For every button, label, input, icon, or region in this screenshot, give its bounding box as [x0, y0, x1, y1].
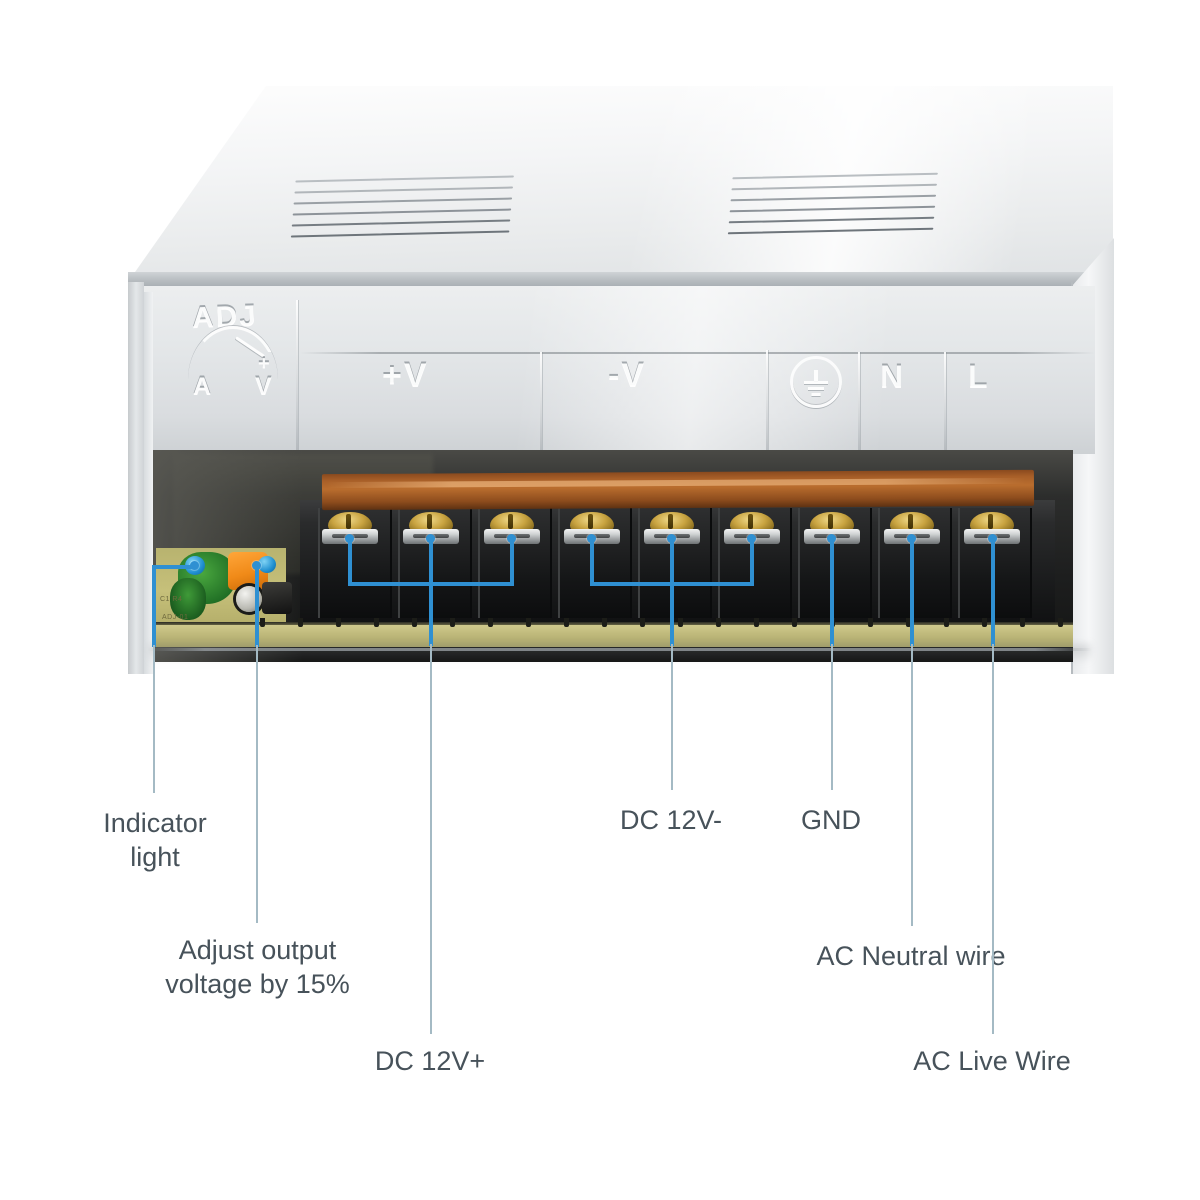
busbar-cover	[321, 469, 1035, 511]
adj-volt-emboss: V	[255, 372, 274, 400]
lid-front-lip	[128, 272, 1113, 286]
callout-line-1: Indicator	[103, 808, 207, 838]
bracket-riser-2	[670, 538, 674, 586]
pcb-silkscreen-2: ADJ-01	[162, 614, 189, 621]
pcb-solder-pins	[260, 618, 1070, 628]
faceplate-divider-1	[296, 300, 298, 450]
callout-label-ac-live-wire: AC Live Wire	[872, 1044, 1112, 1078]
callout-line-1: AC Live Wire	[913, 1046, 1071, 1076]
base-edge-line	[148, 648, 1092, 651]
callout-label-adjust-output-voltage: Adjust output voltage by 15%	[115, 933, 400, 1001]
potentiometer-marker-dot	[258, 556, 276, 573]
pcb-silkscreen-1: C1 R4	[160, 596, 183, 603]
callout-dropline	[430, 644, 432, 1034]
bracket-riser-1	[590, 538, 594, 586]
callout-stem	[910, 538, 914, 646]
callout-dropline	[153, 645, 155, 793]
callout-line-1: GND	[801, 805, 861, 835]
green-component-small	[170, 578, 206, 620]
callout-label-dc-12v-negative: DC 12V-	[546, 803, 796, 837]
pcb-edge-shadow	[153, 622, 1073, 627]
faceplate-divider-2	[540, 352, 542, 452]
callout-line-1: AC Neutral wire	[816, 941, 1006, 971]
callout-stem	[670, 582, 674, 646]
callout-stem	[991, 538, 995, 646]
callout-stem	[830, 538, 834, 646]
bracket-riser-3	[750, 538, 754, 586]
callout-elbow	[152, 565, 156, 647]
callout-line-2: light	[130, 842, 180, 873]
live-emboss: L	[968, 358, 990, 394]
callout-dropline	[671, 644, 673, 790]
faceplate-sheen	[140, 286, 1095, 454]
lid-highlight	[128, 86, 1113, 282]
bracket-riser-2	[429, 538, 433, 586]
adj-dial-arc-icon	[188, 326, 278, 380]
faceplate-divider-4	[858, 352, 860, 452]
callout-dropline	[911, 644, 913, 926]
bracket-riser-3	[510, 538, 514, 586]
callout-line-1: Adjust output	[178, 935, 337, 965]
callout-dropline	[256, 645, 258, 923]
vent-slots-right	[727, 172, 938, 244]
earth-ground-icon	[790, 356, 842, 408]
faceplate-divider-5	[944, 352, 946, 452]
callout-label-indicator-light: Indicator light	[35, 806, 275, 874]
black-capacitor	[262, 582, 292, 614]
callout-label-gnd: GND	[731, 803, 931, 837]
adj-plus-emboss: +	[258, 352, 272, 374]
faceplate-divider-3	[766, 350, 768, 452]
adj-ampere-emboss: A	[193, 372, 214, 400]
vent-slots-left	[290, 175, 514, 247]
callout-line-1: DC 12V+	[374, 1046, 486, 1076]
callout-dropline	[831, 644, 833, 790]
callout-label-ac-neutral-wire: AC Neutral wire	[731, 939, 1091, 973]
enclosure-left-wall	[128, 282, 144, 674]
callout-stem	[429, 582, 433, 646]
callout-dropline	[992, 644, 994, 1034]
callout-label-dc-12v-positive: DC 12V+	[305, 1044, 555, 1078]
callout-stem	[255, 565, 259, 647]
neutral-emboss: N	[880, 358, 906, 394]
callout-line-1: DC 12V-	[619, 805, 723, 835]
bracket-riser-1	[348, 538, 352, 586]
enclosure-left-wall-inner	[144, 292, 153, 674]
faceplate-score-line	[300, 352, 1095, 354]
callout-stub	[152, 565, 195, 569]
minus-v-emboss: -V	[608, 356, 646, 394]
plus-v-emboss: +V	[382, 356, 429, 394]
main-pcb-edge	[153, 625, 1073, 647]
callout-line-2: voltage by 15%	[165, 969, 350, 1000]
